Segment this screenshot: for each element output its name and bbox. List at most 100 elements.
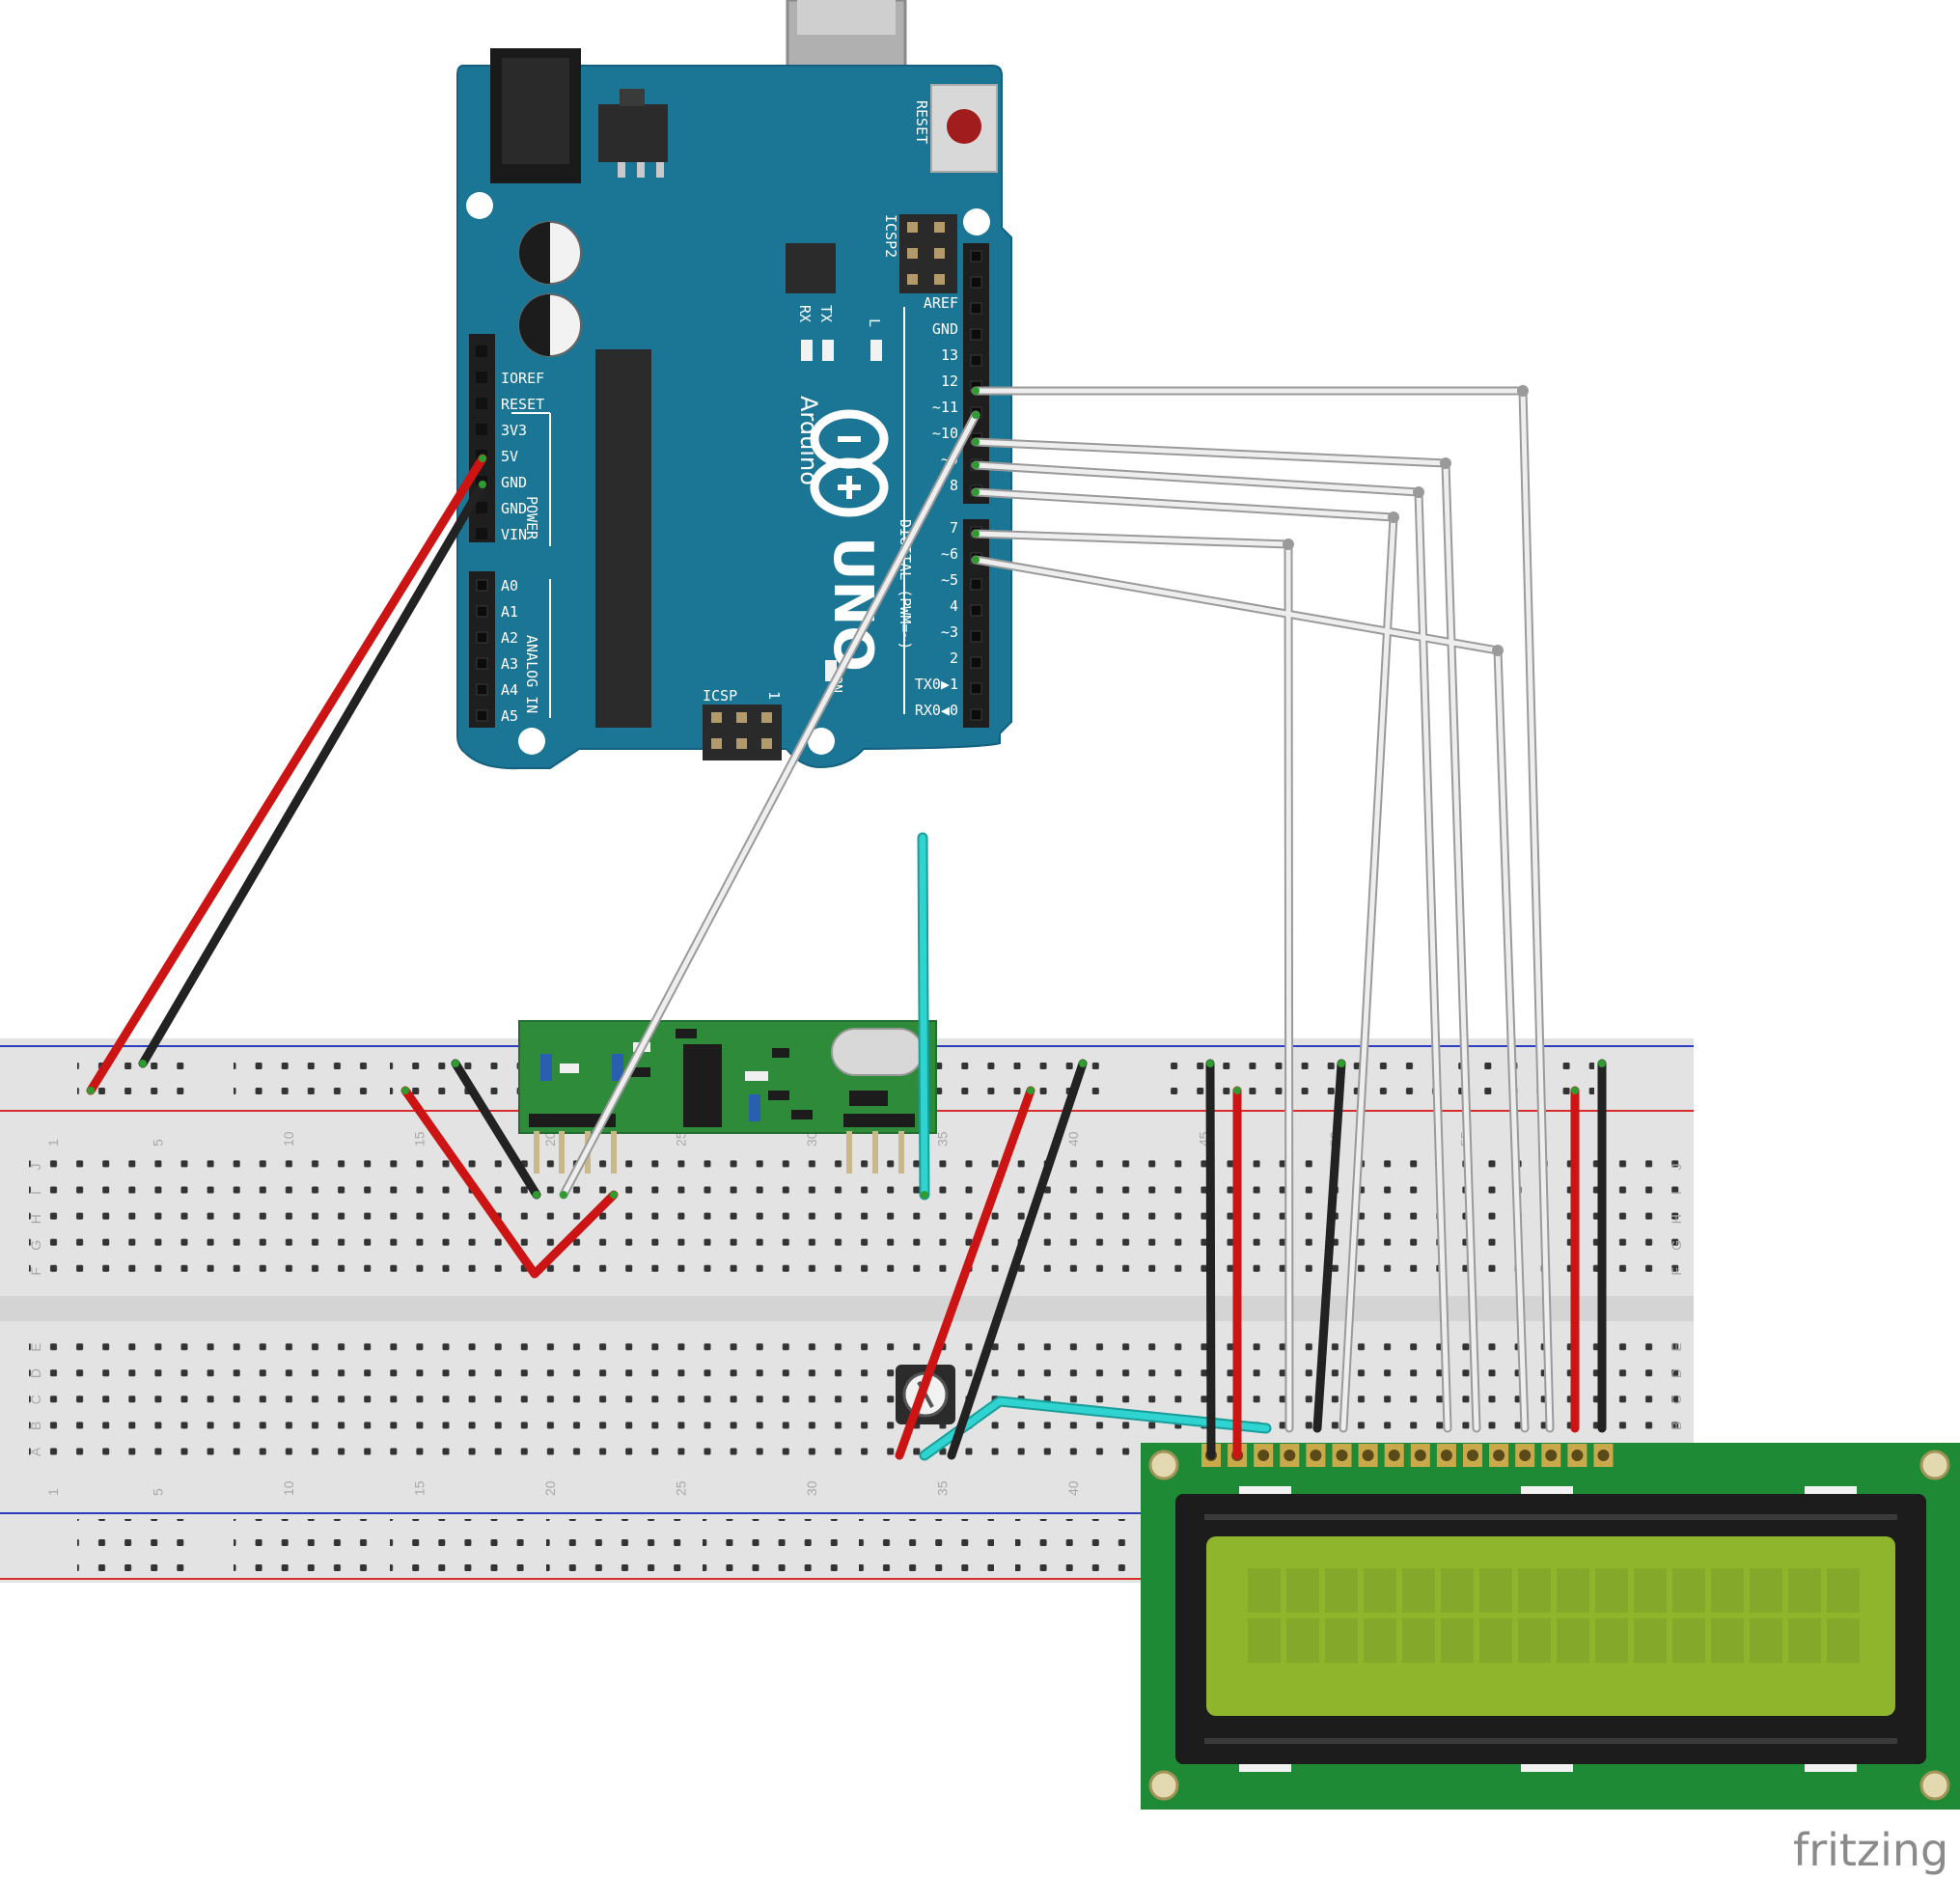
power-pin-label: VIN (501, 526, 527, 543)
header-pin (970, 354, 982, 367)
capacitor-stripe (519, 294, 550, 356)
header-pin (476, 683, 488, 696)
header-pin (476, 631, 488, 644)
rf-receiver-module (518, 1020, 937, 1174)
lcd-pad-hole (1257, 1450, 1270, 1461)
row-letter: F (28, 1267, 43, 1276)
row-letter: E (1669, 1342, 1684, 1351)
reset-label: RESET (913, 100, 930, 144)
l-label: L (866, 318, 883, 327)
header-pin (476, 605, 488, 618)
fritzing-watermark: fritzing (1793, 1824, 1948, 1876)
lcd-16x2 (1141, 1443, 1960, 1810)
icsp2-pin (934, 248, 945, 259)
lcd-pad-hole (1571, 1450, 1584, 1461)
lcd-mounting-hole (1919, 1450, 1950, 1480)
column-number: 40 (1065, 1480, 1081, 1496)
row-letter: D (28, 1368, 43, 1378)
column-number: 15 (411, 1131, 427, 1147)
reset-button-cap[interactable] (947, 109, 981, 144)
header-pin (970, 302, 982, 315)
header-pin (476, 657, 488, 670)
icsp-pin (736, 712, 747, 723)
digital-pin-label: 12 (941, 373, 958, 390)
column-number: 25 (673, 1480, 688, 1496)
lcd-pad-hole (1388, 1450, 1400, 1461)
header-pin (970, 578, 982, 591)
lcd-mounting-hole (1919, 1770, 1950, 1801)
row-letter: H (1669, 1214, 1684, 1224)
lcd-pad-hole (1310, 1450, 1322, 1461)
regulator-pin (656, 162, 664, 178)
mounting-hole (466, 192, 493, 219)
rf-capacitor (540, 1054, 552, 1081)
row-letter: D (1669, 1368, 1684, 1378)
bottom-rail-holes (546, 1519, 681, 1573)
lcd-pad-hole (1284, 1450, 1296, 1461)
lcd-clip (1805, 1764, 1857, 1772)
column-number: 30 (804, 1131, 819, 1147)
column-number: 20 (542, 1131, 558, 1147)
icsp-pin (761, 738, 772, 749)
icsp2-pin (934, 222, 945, 233)
column-number: 5 (150, 1488, 165, 1496)
row-letter: A (28, 1447, 43, 1456)
power-pin-label: IOREF (501, 370, 544, 387)
rf-smd (629, 1067, 650, 1077)
antenna-wire-core (919, 834, 928, 1199)
column-number: 1 (45, 1139, 61, 1147)
icsp2-pin (907, 248, 918, 259)
analog-in-label: ANALOG IN (523, 635, 540, 713)
usb-controller-chip (786, 243, 836, 293)
lcd-pad-hole (1414, 1450, 1426, 1461)
rf-crystal (831, 1028, 924, 1076)
wire-lcd-rw (1312, 1059, 1346, 1433)
digital-pin-label: RX0◀0 (915, 702, 958, 719)
header-pin (970, 682, 982, 695)
lcd-clip (1805, 1486, 1857, 1494)
row-letter: J (28, 1164, 43, 1171)
digital-pin-label: AREF (924, 294, 958, 312)
wire-gnd-rail (138, 480, 487, 1068)
digital-pin-label: ~6 (941, 545, 958, 563)
column-number: 15 (411, 1480, 427, 1496)
rf-header-right (843, 1114, 915, 1127)
column-number: 10 (281, 1480, 296, 1496)
digital-pin-label: 8 (950, 477, 958, 494)
icsp2-pin (934, 274, 945, 285)
column-number: 35 (934, 1480, 950, 1496)
row-letter: C (1669, 1395, 1684, 1404)
bottom-rail-holes (390, 1519, 525, 1573)
analog-pin-label: A1 (501, 603, 518, 621)
rf-smd (745, 1071, 768, 1081)
power-header-pins (469, 338, 495, 546)
digital-pin-label: ~10 (932, 425, 958, 442)
rf-capacitor (612, 1054, 623, 1081)
row-letter: B (1669, 1422, 1684, 1430)
bottom-rail-holes (1015, 1519, 1150, 1573)
top-rail-holes (234, 1052, 369, 1106)
icsp2-pin (907, 222, 918, 233)
lcd-pad-hole (1467, 1450, 1478, 1461)
wire-lcd-vss (1205, 1059, 1216, 1460)
arduino-logo (810, 409, 889, 517)
digital-pin-label: TX0▶1 (915, 676, 958, 693)
wire-rf-vcc (400, 1086, 619, 1279)
mounting-hole (808, 728, 835, 755)
row-letter: G (1669, 1240, 1684, 1251)
rx-label: RX (796, 305, 814, 322)
rf-smd (676, 1029, 697, 1038)
center-channel (0, 1296, 1694, 1321)
power-pin-label: GND (501, 500, 527, 517)
row-letter: C (28, 1395, 43, 1404)
digital-pin-label: ~11 (932, 399, 958, 416)
power-jack-inner (502, 58, 569, 164)
lcd-clip (1239, 1486, 1291, 1494)
rf-ic-chip (683, 1044, 722, 1127)
row-letter: I (1669, 1191, 1684, 1195)
icsp-pin1-label: 1 (765, 691, 783, 700)
wire-pot-gnd (947, 1059, 1088, 1460)
regulator-pin (637, 162, 645, 178)
